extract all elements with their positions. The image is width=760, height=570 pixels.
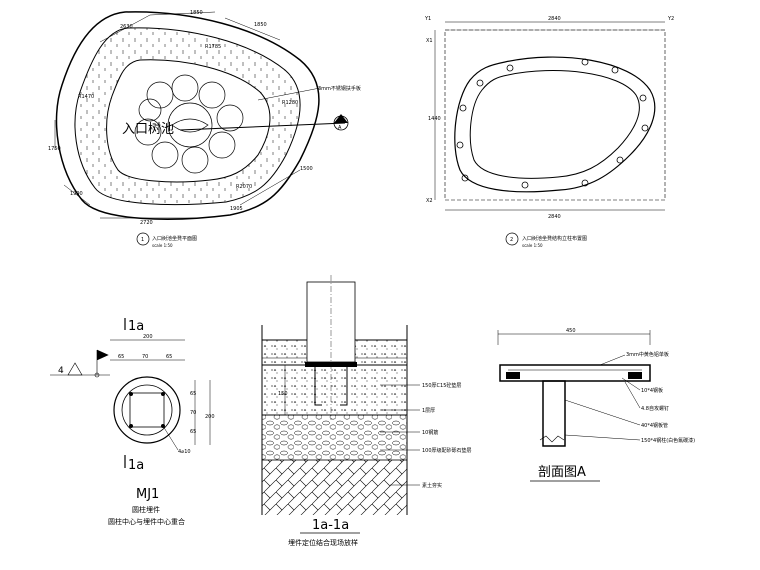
tree-pool-label: 入口树池	[122, 122, 174, 137]
mj1-title: MJ1	[136, 487, 159, 502]
plan-view: 入口树池 A 3mm不锈钢扶手板 2630 1850 1850 R1785 R1…	[48, 10, 361, 248]
mj1-dim-h1: 65	[118, 354, 124, 360]
mj1-line1: 圆柱埋件	[132, 505, 160, 514]
grid-y1: Y1	[424, 16, 431, 22]
mj1-elev-mark: 4	[58, 366, 64, 376]
dim-8: 1990	[70, 191, 83, 197]
bottom-dim: 2840	[548, 214, 561, 220]
caption-1: 入口树池坐凳平面图	[152, 235, 197, 242]
mj1-dim-h2: 70	[142, 354, 148, 360]
section-1a-leaders	[380, 384, 420, 486]
mj1-rebar-leader	[162, 425, 179, 451]
section-a-leaders	[564, 354, 641, 441]
scale-2: scale 1:50	[522, 243, 543, 248]
section-a-label-4: 40*4钢板管	[641, 422, 668, 429]
grid-x2: X2	[426, 198, 433, 204]
mj1-dim-total: 200	[143, 334, 153, 340]
caption-num-1: 1	[141, 237, 144, 243]
section-1a-label-1: 150厚C15砼垫层	[422, 382, 461, 389]
mj1-outer-circle	[113, 376, 181, 444]
dim-4: R1785	[205, 44, 221, 50]
dim-7: 1750	[48, 146, 61, 152]
section-a-dim: 450	[566, 328, 576, 334]
mj1-flag	[96, 349, 109, 375]
dim-12: R2070	[236, 184, 252, 190]
callout-leader	[257, 87, 321, 101]
mj1-section-bottom: 1a	[128, 458, 144, 473]
top-dim: 2840	[548, 16, 561, 22]
plan-outer-edge	[55, 11, 320, 220]
dim-2: 1850	[190, 10, 203, 16]
section-1a-label-3: 10钢筋	[422, 429, 438, 436]
bench-top	[499, 364, 651, 382]
mj1-inner-circle	[121, 384, 173, 436]
layout-frame	[444, 29, 666, 201]
anchor-bolts	[314, 367, 348, 406]
section-1a-subtitle: 埋件定位结合现场放样	[288, 538, 358, 547]
scale-1: scale 1:50	[152, 243, 173, 248]
dim-6: R1280	[282, 100, 298, 106]
section-a-title: 剖面图A	[538, 465, 586, 480]
bench-inner	[469, 70, 640, 179]
grid-x1: X1	[426, 38, 433, 44]
dim-10: 1905	[230, 206, 243, 212]
mj1-elev-dot	[94, 372, 100, 378]
section-1a-label-5: 素土夯实	[422, 482, 442, 489]
mj1-rebar: 4⌀10	[178, 449, 191, 455]
mj1-elev-marker	[67, 362, 83, 376]
gravel-layer	[261, 414, 408, 461]
section-a: 450 3mm中黄色铝单板 10*4钢板 4.8自攻螺钉 40*4钢板管 150…	[497, 328, 695, 482]
dim-9: 1500	[300, 166, 313, 172]
mj1-detail: 1a 1a 200 65 70 65 65 70 65 200 4⌀10 4 M…	[50, 318, 215, 526]
section-a-label-1: 3mm中黄色铝单板	[626, 351, 669, 358]
layout-plan: Y1 Y2 X1 X2 2840 2840 1440 2 入口树池坐凳结构立柱布…	[424, 16, 674, 248]
caption-2: 入口树池坐凳结构立柱布置图	[522, 235, 587, 242]
tree-canopy	[134, 74, 244, 174]
mj1-rebars	[129, 392, 165, 428]
concrete-layer	[261, 364, 408, 416]
mj1-dim-v1: 65	[190, 391, 196, 397]
caption-bubble-2	[505, 232, 519, 246]
section-1a-label-4: 100厚级配砂砾石垫层	[422, 447, 472, 454]
dim-5: R1470	[78, 94, 94, 100]
section-1a: 150 150厚C15砼垫层 1层厚 10钢筋 100厚级配砂砾石垫层 素土夯实…	[261, 275, 472, 547]
plan-dimensions	[54, 11, 301, 219]
plan-inner-edge	[106, 59, 271, 183]
mj1-plate	[129, 392, 165, 428]
section-marker-arrow	[334, 114, 348, 123]
mj1-section-top: 1a	[128, 319, 144, 334]
mj1-dim-h3: 65	[166, 354, 172, 360]
dim-11: 2720	[140, 220, 153, 226]
dim-1: 2630	[120, 24, 133, 30]
callout-label: 3mm不锈钢扶手板	[318, 85, 361, 92]
column-break	[539, 435, 565, 443]
section-1a-dim: 150	[278, 391, 288, 397]
caption-num-2: 2	[510, 237, 513, 243]
mj1-dim-v3: 65	[190, 429, 196, 435]
bench-right-bracket	[628, 372, 642, 379]
soil-left	[262, 460, 407, 515]
section-a-label-3: 4.8自攻螺钉	[641, 405, 669, 412]
mj1-dim-v2: 70	[190, 410, 196, 416]
bench-left-bracket	[506, 372, 520, 379]
dim-3: 1850	[254, 22, 267, 28]
section-1a-label-2: 1层厚	[422, 408, 435, 414]
grid-y2: Y2	[667, 16, 674, 22]
bench-outer	[454, 56, 656, 193]
column-posts	[456, 58, 649, 189]
mj1-dim-v-total: 200	[205, 414, 215, 420]
caption-bubble-1	[136, 232, 150, 246]
section-a-label-2: 10*4钢板	[641, 387, 663, 394]
section-cut-line	[179, 122, 346, 131]
section-1a-title: 1a-1a	[312, 518, 349, 533]
mj1-line2: 圆柱中心与埋件中心重合	[108, 517, 185, 526]
embedded-plate	[305, 362, 357, 367]
steel-column	[542, 380, 566, 447]
section-a-label-5: 150*4钢柱(白色氟碳漆)	[641, 437, 695, 444]
left-dim: 1440	[428, 116, 441, 122]
section-marker-label: A	[338, 125, 342, 131]
